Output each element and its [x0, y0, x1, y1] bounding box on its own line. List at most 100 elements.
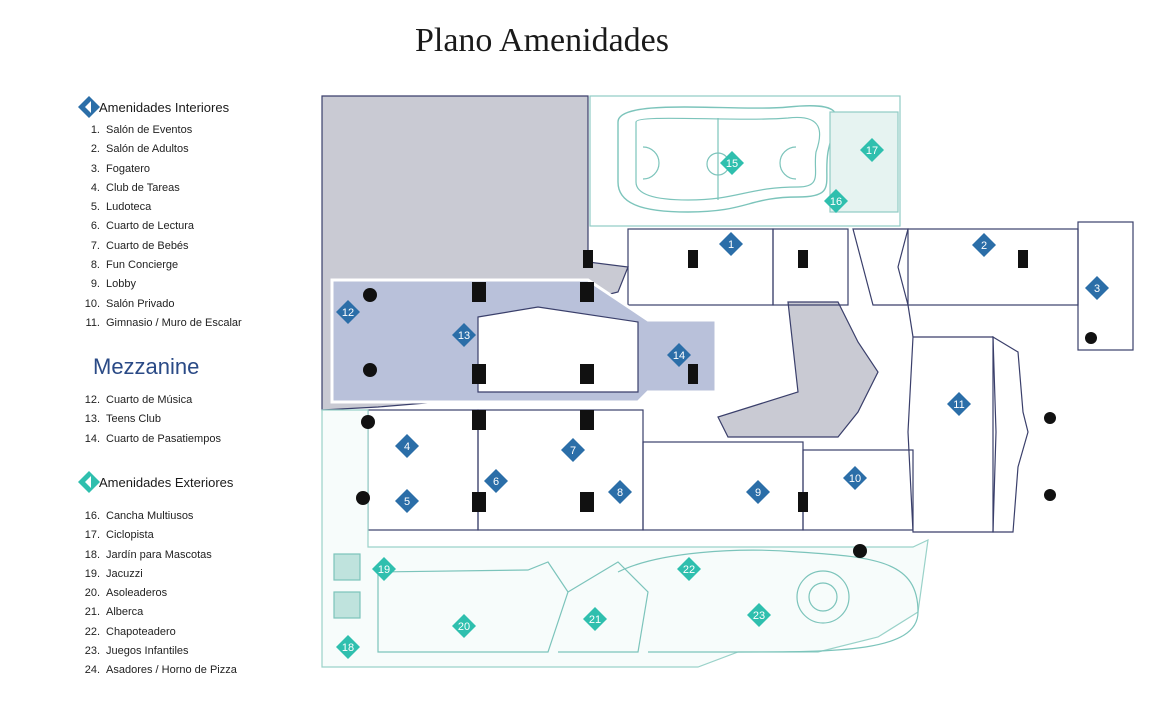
marker-label: 1: [728, 239, 734, 251]
marker-5[interactable]: 5: [395, 489, 419, 513]
legend-item: 8.Fun Concierge: [78, 256, 242, 275]
marker-label: 9: [755, 487, 761, 499]
marker-label: 20: [458, 621, 470, 633]
legend-item-number: 18.: [84, 548, 100, 561]
marker-8[interactable]: 8: [608, 480, 632, 504]
legend-item: 21.Alberca: [78, 603, 237, 622]
legend-item-number: 4.: [90, 181, 100, 194]
marker-7[interactable]: 7: [561, 438, 585, 462]
legend-item-label: Asoleaderos: [106, 587, 168, 600]
marker-22[interactable]: 22: [677, 557, 701, 581]
marker-21[interactable]: 21: [583, 607, 607, 631]
legend-item: 6.Cuarto de Lectura: [78, 217, 242, 236]
legend-item-label: Lobby: [106, 278, 136, 291]
marker-diamond-icon: [395, 489, 419, 513]
legend-item-label: Salón de Adultos: [106, 143, 189, 156]
legend-item-number: 7.: [90, 239, 100, 252]
marker-23[interactable]: 23: [747, 603, 771, 627]
marker-16[interactable]: 16: [824, 189, 848, 213]
legend-item: 7. Cuarto de Bebés: [78, 237, 242, 256]
room-8-9: [642, 441, 804, 531]
legend-item: 5.Ludoteca: [78, 198, 242, 217]
marker-3[interactable]: 3: [1085, 276, 1109, 300]
legend-item-number: 11.: [85, 316, 100, 329]
marker-2[interactable]: 2: [972, 233, 996, 257]
legend-item: 23.Juegos Infantiles: [78, 642, 237, 661]
marker-label: 18: [342, 642, 354, 654]
room-2: [907, 228, 1079, 306]
legend-item-number: 8.: [90, 259, 100, 272]
marker-4[interactable]: 4: [395, 434, 419, 458]
marker-label: 10: [849, 473, 861, 485]
marker-diamond-icon: [561, 438, 585, 462]
marker-diamond-icon: [336, 635, 360, 659]
marker-9[interactable]: 9: [746, 480, 770, 504]
room-11: [907, 336, 997, 533]
legend-item: 16.Cancha Multiusos: [78, 507, 237, 526]
legend-item-label: Cuarto de Lectura: [106, 220, 195, 233]
legend-item: 9. Lobby: [78, 275, 242, 294]
marker-label: 23: [753, 610, 765, 622]
legend-item-number: 17.: [84, 529, 100, 542]
legend-item: 11. Gimnasio / Muro de Escalar: [78, 314, 242, 333]
marker-label: 19: [378, 564, 390, 576]
marker-label: 15: [726, 158, 738, 170]
marker-20[interactable]: 20: [452, 614, 476, 638]
legend-item-label: Salón Privado: [106, 297, 175, 310]
marker-14[interactable]: 14: [667, 343, 691, 367]
legend-item: 14. Cuarto de Pasatiempos: [78, 430, 221, 449]
outdoor-zone: [321, 409, 929, 668]
marker-diamond-icon: [843, 466, 867, 490]
marker-label: 14: [673, 350, 685, 362]
interior-diamond-icon: [78, 96, 100, 118]
legend-item-number: 24.: [84, 664, 100, 677]
legend-item-number: 3.: [90, 162, 100, 175]
legend-item-label: Alberca: [106, 606, 144, 619]
marker-label: 11: [953, 399, 964, 411]
marker-diamond-icon: [860, 138, 884, 162]
marker-1[interactable]: 1: [719, 232, 743, 256]
marker-diamond-icon: [720, 151, 744, 175]
legend-item-label: Chapoteadero: [106, 625, 176, 638]
legend-item-number: 10.: [84, 297, 100, 310]
marker-13[interactable]: 13: [452, 323, 476, 347]
legend-item-number: 23.: [84, 645, 100, 658]
marker-diamond-icon: [452, 323, 476, 347]
marker-17[interactable]: 17: [860, 138, 884, 162]
page-title: Plano Amenidades: [414, 22, 670, 59]
marker-label: 4: [404, 441, 410, 453]
legend-item: 4.Club de Tareas: [78, 179, 242, 198]
legend-item-number: 12.: [84, 394, 100, 406]
legend-item: 18.Jardín para Mascotas: [78, 546, 237, 565]
legend-item-label: Cuarto de Pasatiempos: [106, 432, 221, 445]
legend-item-number: 9.: [90, 278, 100, 291]
legend-item: 22.Chapoteadero: [78, 623, 237, 642]
mezzanine-heading: Mezzanine: [93, 354, 200, 379]
legend-exterior-heading: Amenidades Exteriores: [99, 475, 234, 490]
marker-11[interactable]: 11: [947, 392, 971, 416]
legend-item-label: Gimnasio / Muro de Escalar: [106, 316, 242, 329]
void-area-center: [717, 301, 879, 438]
marker-6[interactable]: 6: [484, 469, 508, 493]
marker-label: 16: [830, 196, 842, 208]
legend-item-number: 20.: [84, 587, 100, 600]
marker-18[interactable]: 18: [336, 635, 360, 659]
legend-item-number: 1.: [90, 124, 100, 136]
legend-item-label: Cuarto de Música: [106, 394, 193, 406]
marker-12[interactable]: 12: [336, 300, 360, 324]
legend-item: 2.Salón de Adultos: [78, 140, 242, 159]
room-10: [802, 449, 914, 531]
legend-item-label: Cuarto de Bebés: [106, 239, 189, 252]
marker-10[interactable]: 10: [843, 466, 867, 490]
exterior-diamond-icon: [78, 471, 100, 493]
legend-item: 17.Ciclopista: [78, 526, 237, 545]
marker-diamond-icon: [719, 232, 743, 256]
marker-diamond-icon: [667, 343, 691, 367]
legend-item-number: 14.: [84, 432, 100, 445]
marker-15[interactable]: 15: [720, 151, 744, 175]
marker-19[interactable]: 19: [372, 557, 396, 581]
marker-diamond-icon: [677, 557, 701, 581]
